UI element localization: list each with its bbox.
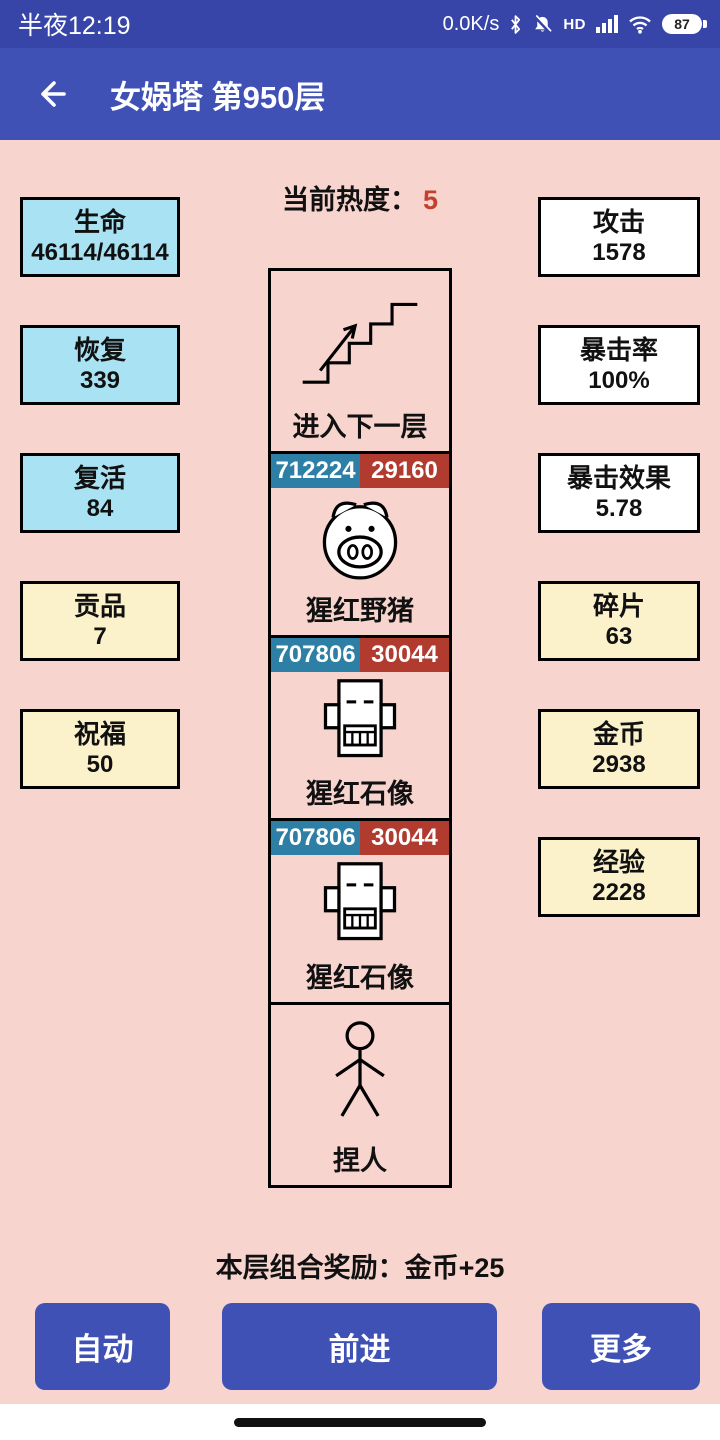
stairs-icon <box>302 303 418 384</box>
battery-indicator: 87 <box>662 14 707 34</box>
stat-revive-value: 84 <box>86 494 114 522</box>
statue-icon <box>323 862 397 941</box>
stat-gold-label: 金币 <box>592 718 645 749</box>
forward-button[interactable]: 前进 <box>222 1303 497 1390</box>
heat-value: 5 <box>422 185 439 215</box>
stat-crit-rate[interactable]: 暴击率 100% <box>538 325 700 405</box>
stat-crit-damage-label: 暴击效果 <box>566 462 671 493</box>
stat-crit-damage[interactable]: 暴击效果 5.78 <box>538 453 700 533</box>
stat-gold[interactable]: 金币 2938 <box>538 709 700 789</box>
heat-indicator: 当前热度：5 <box>0 178 720 217</box>
stat-gold-value: 2938 <box>592 750 646 778</box>
stat-exp-label: 经验 <box>592 846 645 877</box>
stat-crit-damage-value: 5.78 <box>595 494 643 522</box>
stat-recovery-label: 恢复 <box>73 334 126 365</box>
monster-icon-area <box>314 855 406 955</box>
monster-hp-badge: 707806 <box>271 821 360 856</box>
stat-blessing-value: 50 <box>86 750 114 778</box>
next-floor-label: 进入下一层 <box>292 412 428 443</box>
monster-badges: 712224 29160 <box>271 454 449 489</box>
stat-recovery[interactable]: 恢复 339 <box>20 325 180 405</box>
stat-exp-value: 2228 <box>592 878 646 906</box>
next-floor-cell[interactable]: 进入下一层 <box>271 271 449 451</box>
tower-column: 进入下一层 712224 29160 猩红野猪 707806 30044 <box>268 268 452 1188</box>
stat-tribute-label: 贡品 <box>73 590 126 621</box>
bluetooth-icon <box>511 14 521 34</box>
stat-attack-label: 攻击 <box>592 206 645 237</box>
monster-cell-statue[interactable]: 707806 30044 猩红石像 <box>271 634 449 818</box>
monster-name: 猩红石像 <box>306 779 414 810</box>
status-icons: 0.0K/s HD 87 <box>442 12 707 36</box>
monster-name: 猩红野猪 <box>306 595 414 626</box>
monster-hp-badge: 707806 <box>271 637 360 672</box>
stat-attack-value: 1578 <box>592 238 646 266</box>
signal-icon <box>596 15 618 33</box>
stat-attack[interactable]: 攻击 1578 <box>538 197 700 277</box>
statue-icon <box>323 679 397 758</box>
stat-life-value: 46114/46114 <box>31 238 169 266</box>
gesture-pill[interactable] <box>234 1417 486 1427</box>
stat-tribute-value: 7 <box>93 622 107 650</box>
stat-exp[interactable]: 经验 2228 <box>538 837 700 917</box>
heat-label: 当前热度： <box>281 185 417 215</box>
boar-icon <box>322 501 398 580</box>
stat-shards-label: 碎片 <box>592 590 645 621</box>
wifi-icon <box>629 15 651 34</box>
net-speed-label: 0.0K/s <box>442 12 500 35</box>
monster-atk-badge: 30044 <box>360 821 449 856</box>
monster-icon-area <box>314 672 406 772</box>
mute-icon <box>534 14 553 34</box>
stat-life[interactable]: 生命 46114/46114 <box>20 197 180 277</box>
stat-revive[interactable]: 复活 84 <box>20 453 180 533</box>
stat-crit-rate-value: 100% <box>588 366 650 394</box>
stat-blessing[interactable]: 祝福 50 <box>20 709 180 789</box>
page-title: 女娲塔 第950层 <box>110 79 326 115</box>
stat-crit-rate-label: 暴击率 <box>579 334 658 365</box>
monster-badges: 707806 30044 <box>271 821 449 856</box>
hd-indicator: HD <box>563 15 586 33</box>
stat-life-label: 生命 <box>73 206 126 237</box>
floor-reward-text: 本层组合奖励：金币+25 <box>215 1253 505 1283</box>
stat-shards-value: 63 <box>605 622 633 650</box>
auto-button[interactable]: 自动 <box>35 1303 170 1390</box>
player-label: 捏人 <box>333 1146 387 1177</box>
back-button[interactable] <box>28 72 72 116</box>
more-button[interactable]: 更多 <box>542 1303 700 1390</box>
status-bar: 半夜12:19 0.0K/s HD 87 <box>0 0 720 48</box>
stat-recovery-value: 339 <box>79 366 121 394</box>
monster-atk-badge: 29160 <box>360 454 449 489</box>
monster-atk-badge: 30044 <box>360 637 449 672</box>
monster-icon-area <box>310 488 410 588</box>
player-icon-area <box>318 1005 402 1139</box>
player-cell[interactable]: 捏人 <box>271 1001 449 1185</box>
stat-revive-label: 复活 <box>73 462 126 493</box>
monster-cell-statue[interactable]: 707806 30044 猩红石像 <box>271 818 449 1001</box>
monster-hp-badge: 712224 <box>271 454 360 489</box>
monster-badges: 707806 30044 <box>271 637 449 672</box>
monster-name: 猩红石像 <box>306 962 414 993</box>
stat-shards[interactable]: 碎片 63 <box>538 581 700 661</box>
stat-blessing-label: 祝福 <box>73 718 126 749</box>
back-arrow-icon <box>41 81 66 107</box>
monster-cell-boar[interactable]: 712224 29160 猩红野猪 <box>271 451 449 634</box>
player-icon <box>335 1021 385 1117</box>
stat-tribute[interactable]: 贡品 7 <box>20 581 180 661</box>
app-bar: 女娲塔 第950层 <box>0 48 720 140</box>
stairs-icon-area <box>287 271 433 405</box>
battery-percent: 87 <box>674 16 690 32</box>
status-time: 半夜12:19 <box>18 12 131 40</box>
system-nav-bar <box>0 1404 720 1440</box>
